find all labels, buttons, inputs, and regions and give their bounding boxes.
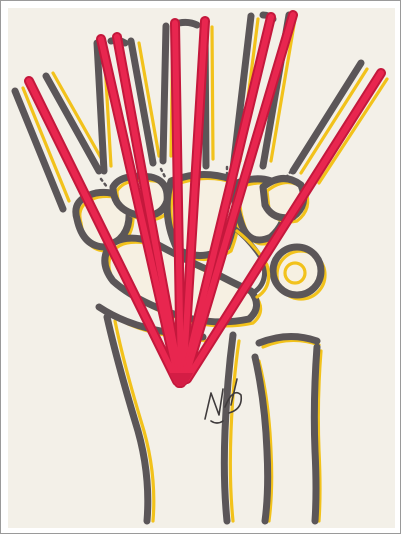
wrist-anatomy-drawing: ND: [8, 8, 395, 528]
drawing-paper: ND: [8, 8, 395, 528]
tendon-convergence: [169, 373, 193, 386]
ulna-bone: [255, 336, 317, 521]
